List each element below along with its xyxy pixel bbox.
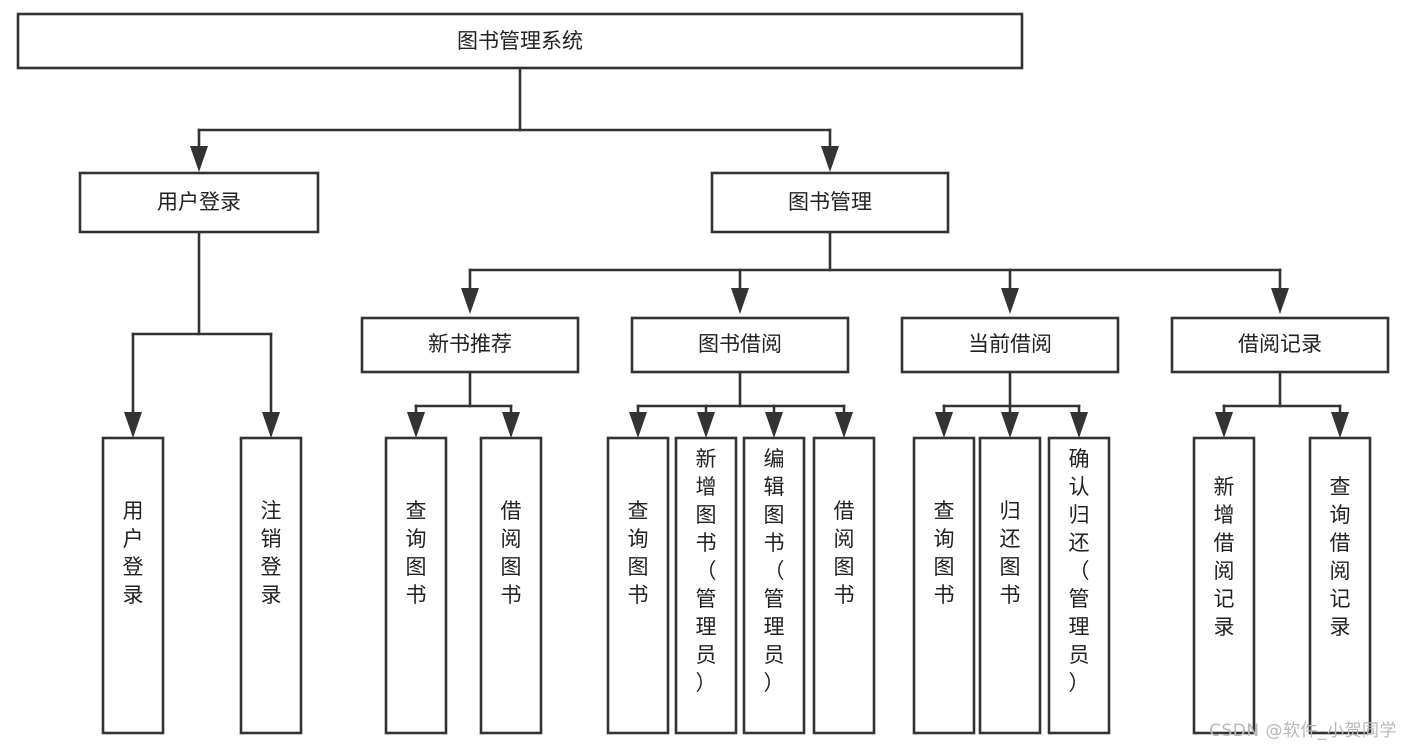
- node-new-book-recommend-label: 新书推荐: [428, 332, 512, 356]
- node-leaf-edit-book[interactable]: 编辑图书（管理员）: [742, 436, 806, 735]
- node-leaf-borrow-book-2-label: 借阅图书: [834, 499, 855, 607]
- node-leaf-return-book[interactable]: 归还图书: [978, 436, 1042, 735]
- connector-layer: [124, 66, 1349, 438]
- node-leaf-query-record[interactable]: 查询借阅记录: [1308, 436, 1372, 735]
- node-leaf-add-book-box[interactable]: [674, 436, 738, 735]
- node-leaf-borrow-book-1-box[interactable]: [479, 436, 543, 735]
- node-leaf-borrow-book-2[interactable]: 借阅图书: [812, 436, 876, 735]
- node-leaf-user-login[interactable]: 用户登录: [101, 436, 165, 735]
- node-leaf-borrow-book-2-box[interactable]: [812, 436, 876, 735]
- node-leaf-query-book-2-label: 查询图书: [628, 499, 649, 607]
- arrow-bb-leaf3: [765, 412, 783, 438]
- arrow-root-to-book-manage: [821, 146, 839, 172]
- node-book-borrow[interactable]: 图书借阅: [630, 316, 850, 374]
- node-new-book-recommend[interactable]: 新书推荐: [360, 316, 580, 374]
- node-leaf-return-book-box[interactable]: [978, 436, 1042, 735]
- arrow-bm-to-current: [1001, 288, 1019, 314]
- node-leaf-add-record-box[interactable]: [1192, 436, 1256, 735]
- node-leaf-confirm-return[interactable]: 确认归还（管理员）: [1047, 436, 1111, 735]
- node-book-borrow-box[interactable]: [630, 316, 850, 374]
- node-root[interactable]: 图书管理系统: [16, 12, 1024, 70]
- arrow-bm-to-recommend: [461, 288, 479, 314]
- node-leaf-borrow-book-1[interactable]: 借阅图书: [479, 436, 543, 735]
- node-current-borrow-box[interactable]: [900, 316, 1120, 374]
- node-leaf-add-book-label: 新增图书（管理员）: [696, 447, 717, 695]
- node-leaf-confirm-return-box[interactable]: [1047, 436, 1111, 735]
- node-user-login-label: 用户登录: [157, 190, 241, 214]
- arrow-bm-to-borrow: [731, 288, 749, 314]
- node-leaf-query-book-1[interactable]: 查询图书: [384, 436, 448, 735]
- node-leaf-query-book-2[interactable]: 查询图书: [606, 436, 670, 735]
- node-book-borrow-label: 图书借阅: [698, 332, 782, 356]
- node-borrow-record-box[interactable]: [1170, 316, 1390, 374]
- node-user-login[interactable]: 用户登录: [78, 171, 320, 234]
- node-leaf-add-record-label: 新增借阅记录: [1214, 475, 1235, 639]
- arrow-cb-leaf1: [935, 412, 953, 438]
- node-leaf-user-login-box[interactable]: [101, 436, 165, 735]
- node-leaf-add-record[interactable]: 新增借阅记录: [1192, 436, 1256, 735]
- arrow-bm-to-record: [1271, 288, 1289, 314]
- arrow-rc-leaf2: [502, 412, 520, 438]
- node-leaf-user-login-label: 用户登录: [123, 499, 144, 607]
- node-borrow-record-label: 借阅记录: [1238, 332, 1322, 356]
- node-leaf-user-logout[interactable]: 注销登录: [239, 436, 303, 735]
- csdn-watermark: CSDN @软件_小贺同学: [1209, 721, 1397, 741]
- node-root-box[interactable]: [16, 12, 1024, 70]
- node-leaf-borrow-book-1-label: 借阅图书: [501, 499, 522, 607]
- arrow-root-to-user-login: [190, 146, 208, 172]
- arrow-bb-leaf2: [697, 412, 715, 438]
- node-leaf-edit-book-box[interactable]: [742, 436, 806, 735]
- node-leaf-query-record-box[interactable]: [1308, 436, 1372, 735]
- node-leaf-add-book[interactable]: 新增图书（管理员）: [674, 436, 738, 735]
- node-new-book-recommend-box[interactable]: [360, 316, 580, 374]
- arrow-bb-leaf4: [835, 412, 853, 438]
- node-leaf-query-record-label: 查询借阅记录: [1330, 475, 1351, 639]
- arrow-bb-leaf1: [629, 412, 647, 438]
- arrow-cb-leaf3: [1070, 412, 1088, 438]
- node-leaf-user-logout-box[interactable]: [239, 436, 303, 735]
- node-book-manage-box[interactable]: [710, 171, 950, 234]
- node-leaf-edit-book-label: 编辑图书（管理员）: [764, 447, 785, 695]
- arrow-ul-leaf2: [262, 412, 280, 438]
- node-leaf-query-book-3[interactable]: 查询图书: [912, 436, 976, 735]
- arrow-cb-leaf2: [1001, 412, 1019, 438]
- node-leaf-confirm-return-label: 确认归还（管理员）: [1069, 447, 1090, 695]
- arrow-ul-leaf1: [124, 412, 142, 438]
- node-leaf-query-book-1-label: 查询图书: [406, 499, 427, 607]
- node-leaf-query-book-1-box[interactable]: [384, 436, 448, 735]
- node-leaf-query-book-2-box[interactable]: [606, 436, 670, 735]
- node-current-borrow-label: 当前借阅: [968, 332, 1052, 356]
- node-leaf-return-book-label: 归还图书: [1000, 499, 1021, 607]
- arrow-rc-leaf1: [407, 412, 425, 438]
- node-leaf-query-book-3-box[interactable]: [912, 436, 976, 735]
- node-leaf-query-book-3-label: 查询图书: [934, 499, 955, 607]
- node-borrow-record[interactable]: 借阅记录: [1170, 316, 1390, 374]
- node-current-borrow[interactable]: 当前借阅: [900, 316, 1120, 374]
- node-leaf-user-logout-label: 注销登录: [261, 499, 282, 607]
- arrow-br-leaf1: [1215, 412, 1233, 438]
- node-book-manage[interactable]: 图书管理: [710, 171, 950, 234]
- node-book-manage-label: 图书管理: [788, 190, 872, 214]
- node-user-login-box[interactable]: [78, 171, 320, 234]
- arrow-br-leaf2: [1331, 412, 1349, 438]
- node-root-label: 图书管理系统: [457, 29, 583, 53]
